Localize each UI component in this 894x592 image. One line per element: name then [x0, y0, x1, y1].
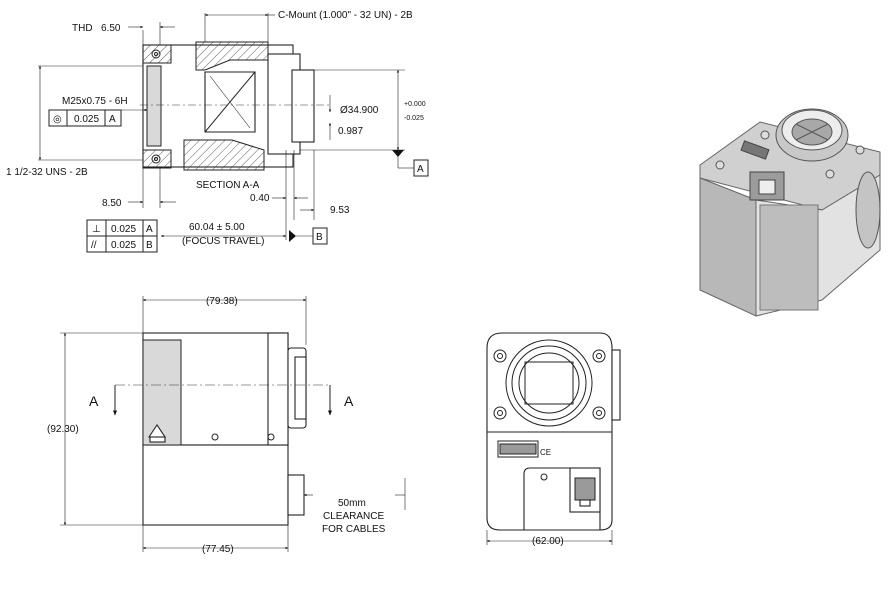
- back-lens-ring: [511, 345, 587, 421]
- tol-upper: +0.000: [404, 101, 426, 108]
- fcf-concentricity: [48, 109, 122, 127]
- iso-side-disc: [855, 171, 881, 249]
- side-dim-bottom: (77.45): [202, 544, 234, 555]
- fcf-perp-symbol: ⊥: [92, 224, 101, 235]
- fcf-concentricity-value: 0.025: [74, 114, 99, 125]
- fcf-perp-datum: A: [146, 224, 153, 235]
- back-side-tab: [611, 349, 621, 421]
- screw-icon: [825, 169, 835, 179]
- screw-icon: [211, 433, 219, 441]
- datum-a-triangle: [392, 150, 404, 157]
- section-view: THD 6.50 C-Mount (1.000" - 32 UN) - 2B M…: [6, 10, 429, 253]
- fcf-concentricity-symbol: ◎: [53, 114, 62, 125]
- screw-icon: [493, 406, 507, 420]
- iso-label-plate: [740, 140, 770, 160]
- camera-isometric-render: [699, 108, 881, 317]
- screw-icon: [151, 49, 161, 59]
- side-cable-connector: [287, 474, 305, 516]
- clearance-line1: 50mm: [338, 498, 366, 509]
- back-sensor: [524, 361, 574, 405]
- dim-040-label: 0.40: [250, 193, 270, 204]
- thd-label: THD: [72, 23, 93, 34]
- screw-icon: [760, 130, 770, 140]
- dim-953-label: 9.53: [330, 205, 350, 216]
- back-view: CE (62.00): [486, 332, 621, 547]
- side-view: (79.38) (92.30) (77.45) A A 50mm CLEARAN…: [47, 296, 406, 555]
- back-label-plate: [499, 443, 537, 455]
- section-label: SECTION A-A: [196, 180, 260, 191]
- diameter-label: Ø34.900: [340, 105, 379, 116]
- section-nose: [291, 69, 315, 143]
- thread-uns-label: 1 1/2-32 UNS - 2B: [6, 167, 88, 178]
- section-marker-right: A: [344, 393, 354, 409]
- thd-value: 6.50: [101, 23, 121, 34]
- clearance-line2: CLEARANCE: [323, 511, 384, 522]
- screw-icon: [151, 154, 161, 164]
- back-dim-bottom: (62.00): [532, 536, 564, 547]
- section-marker-left: A: [89, 393, 99, 409]
- focus-note: (FOCUS TRAVEL): [182, 236, 264, 247]
- section-hatch-lower: [183, 139, 265, 171]
- screw-icon: [267, 433, 275, 441]
- side-dim-left: (92.30): [47, 424, 79, 435]
- side-dim-top: (79.38): [206, 296, 238, 307]
- iso-front-plate: [759, 204, 819, 311]
- datum-b-label: B: [316, 232, 323, 243]
- screw-icon: [855, 145, 865, 155]
- cmount-label: C-Mount (1.000" - 32 UN) - 2B: [278, 10, 413, 21]
- datum-a-label: A: [417, 164, 424, 175]
- focus-dim-label: 60.04 ± 5.00: [189, 222, 245, 233]
- thread-m25-label: M25x0.75 - 6H: [62, 96, 128, 107]
- iso-front-face: [699, 177, 757, 317]
- side-front-plate: [142, 339, 182, 446]
- screw-icon: [715, 160, 725, 170]
- screw-icon: [592, 406, 606, 420]
- fcf-parallelism: [86, 235, 158, 253]
- side-body-lower: [142, 444, 289, 526]
- fcf-par-datum: B: [146, 240, 153, 251]
- screw-icon: [493, 349, 507, 363]
- dim-850-label: 8.50: [102, 198, 122, 209]
- section-lens-seat: [146, 65, 162, 147]
- datum-b-triangle: [289, 230, 296, 242]
- fcf-par-value: 0.025: [111, 240, 136, 251]
- clearance-line3: FOR CABLES: [322, 524, 386, 535]
- back-ce-mark: CE: [540, 448, 551, 457]
- side-lens-ring: [267, 332, 289, 446]
- fcf-perp-value: 0.025: [111, 224, 136, 235]
- back-lens-outer: [505, 339, 593, 427]
- screw-icon: [592, 349, 606, 363]
- datum-b-box: [312, 227, 328, 245]
- fcf-par-symbol: //: [91, 240, 97, 251]
- tol-lower: -0.025: [404, 115, 424, 122]
- datum-a-box: [413, 159, 429, 177]
- fcf-concentricity-datum: A: [109, 114, 116, 125]
- screw-icon: [540, 473, 548, 481]
- dim-0987-label: 0.987: [338, 126, 363, 137]
